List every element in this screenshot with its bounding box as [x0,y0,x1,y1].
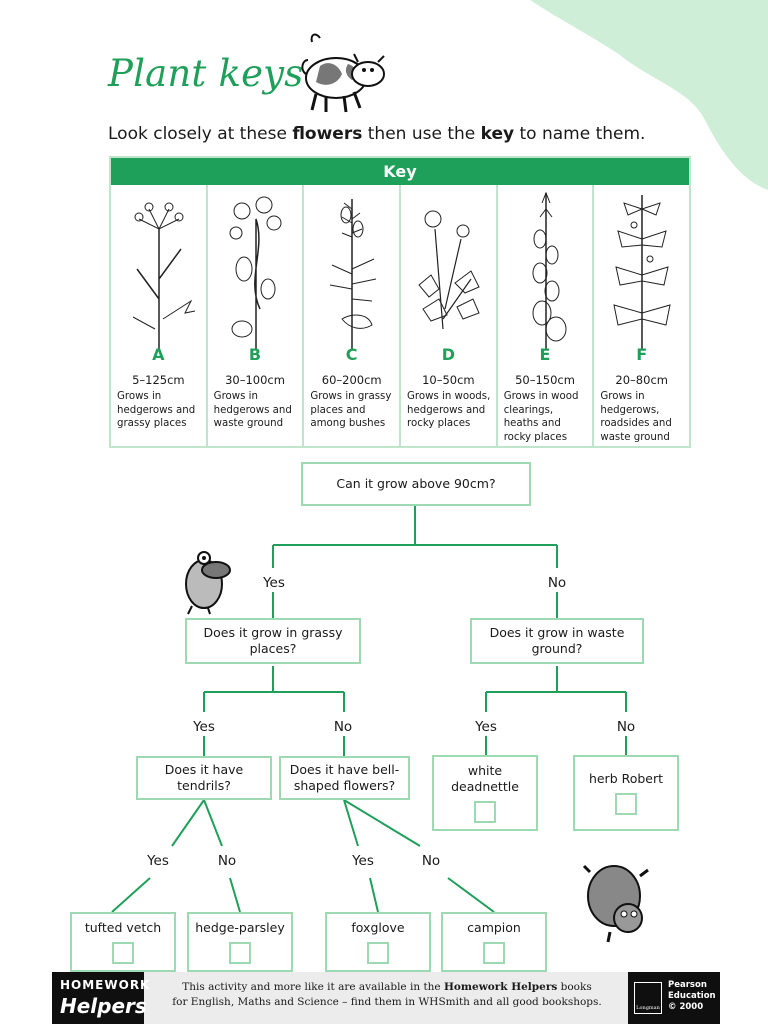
key-plant-b: B 30–100cm Grows in hedgerows and waste … [208,185,305,446]
answer-foxglove: foxglove [325,912,431,972]
key-plant-d: D 10–50cm Grows in woods, hedgerows and … [401,185,498,446]
answer-checkbox[interactable] [474,801,496,823]
key-plant-e: E 50–150cm Grows in wood clearings, heat… [498,185,595,446]
plant-b-drawing [229,196,282,349]
label-no: No [547,575,567,591]
plant-e-drawing [532,191,567,349]
answer-label: herb Robert [588,771,664,786]
publisher-text: Pearson Education © 2000 [668,980,716,1012]
label-yes: Yes [147,853,169,869]
plant-letter: C [345,345,358,364]
plant-height: 30–100cm [225,373,285,387]
answer-label: foxglove [351,920,405,935]
plant-letter: A [152,345,165,364]
plant-habitat: Grows in hedgerows, roadsides and waste … [600,391,672,443]
answer-hedge-parsley: hedge-parsley [187,912,293,972]
answer-label: hedge-parsley [195,920,285,935]
key-plant-c: C 60–200cm Grows in grassy places and am… [304,185,402,446]
plant-habitat: Grows in hedgerows and waste ground [213,391,292,429]
label-yes: Yes [352,853,374,869]
question-bell: Does it have bell-shaped flowers? [279,756,410,800]
plant-letter: F [636,345,648,364]
question-waste: Does it grow in waste ground? [470,618,644,664]
label-no: No [616,719,636,735]
page-title: Plant keys [108,52,304,95]
plant-habitat: Grows in hedgerows and grassy places [117,391,196,429]
answer-checkbox[interactable] [367,942,389,964]
answer-checkbox[interactable] [483,942,505,964]
footer-banner: HOMEWORK Helpers This activity and more … [52,972,720,1024]
answer-tufted-vetch: tufted vetch [70,912,176,972]
plant-height: 20–80cm [615,373,668,387]
plant-a-drawing [132,202,196,349]
label-no: No [421,853,441,869]
plant-letter: E [539,345,551,364]
answer-label: tufted vetch [84,920,162,935]
cow-illustration [301,33,385,113]
footer-text: This activity and more like it are avail… [172,981,602,1008]
key-plant-f: F 20–80cm Grows in hedgerows, roadsides … [594,185,689,446]
question-tendrils: Does it have tendrils? [136,756,272,800]
plant-f-drawing [613,195,672,349]
cartoon-bear-illustration [582,864,649,943]
longman-ship-icon: Longman [634,982,662,1014]
intro-text: Look closely at these flowers then use t… [108,124,646,144]
plant-d-drawing [418,210,480,330]
label-yes: Yes [475,719,497,735]
plant-habitat: Grows in wood clearings, heaths and rock… [503,391,579,443]
homework-helpers-logo: HOMEWORK Helpers [52,972,149,1024]
label-yes: Yes [193,719,215,735]
key-plant-a: A 5–125cm Grows in hedgerows and grassy … [111,185,208,446]
logo-line1: HOMEWORK [60,978,151,992]
logo-line2: Helpers [60,994,147,1018]
question-root: Can it grow above 90cm? [301,462,531,506]
label-yes: Yes [263,575,285,591]
plant-letter: B [248,345,262,364]
answer-checkbox[interactable] [615,793,637,815]
plant-height: 60–200cm [321,373,382,387]
plant-key-table: Key A 5–125cm Grows in hedgerows and gra… [109,156,691,448]
plant-habitat: Grows in grassy places and among bushes [310,391,392,429]
answer-label: campion [467,920,521,935]
plant-letter: D [441,345,455,364]
cartoon-creature-illustration [185,551,231,615]
answer-label: white deadnettle [451,763,519,794]
label-no: No [333,719,353,735]
plant-height: 10–50cm [422,373,475,387]
answer-checkbox[interactable] [229,942,251,964]
plant-c-drawing [330,199,377,349]
key-header: Key [111,158,689,185]
answer-white-deadnettle: white deadnettle [432,755,538,831]
plant-height: 5–125cm [132,373,185,387]
plant-habitat: Grows in woods, hedgerows and rocky plac… [407,391,491,429]
label-no: No [217,853,237,869]
pearson-education-logo: Longman Pearson Education © 2000 [628,972,720,1024]
answer-campion: campion [441,912,547,972]
answer-herb-robert: herb Robert [573,755,679,831]
plant-height: 50–150cm [515,373,575,387]
question-grassy: Does it grow in grassy places? [185,618,361,664]
answer-checkbox[interactable] [112,942,134,964]
